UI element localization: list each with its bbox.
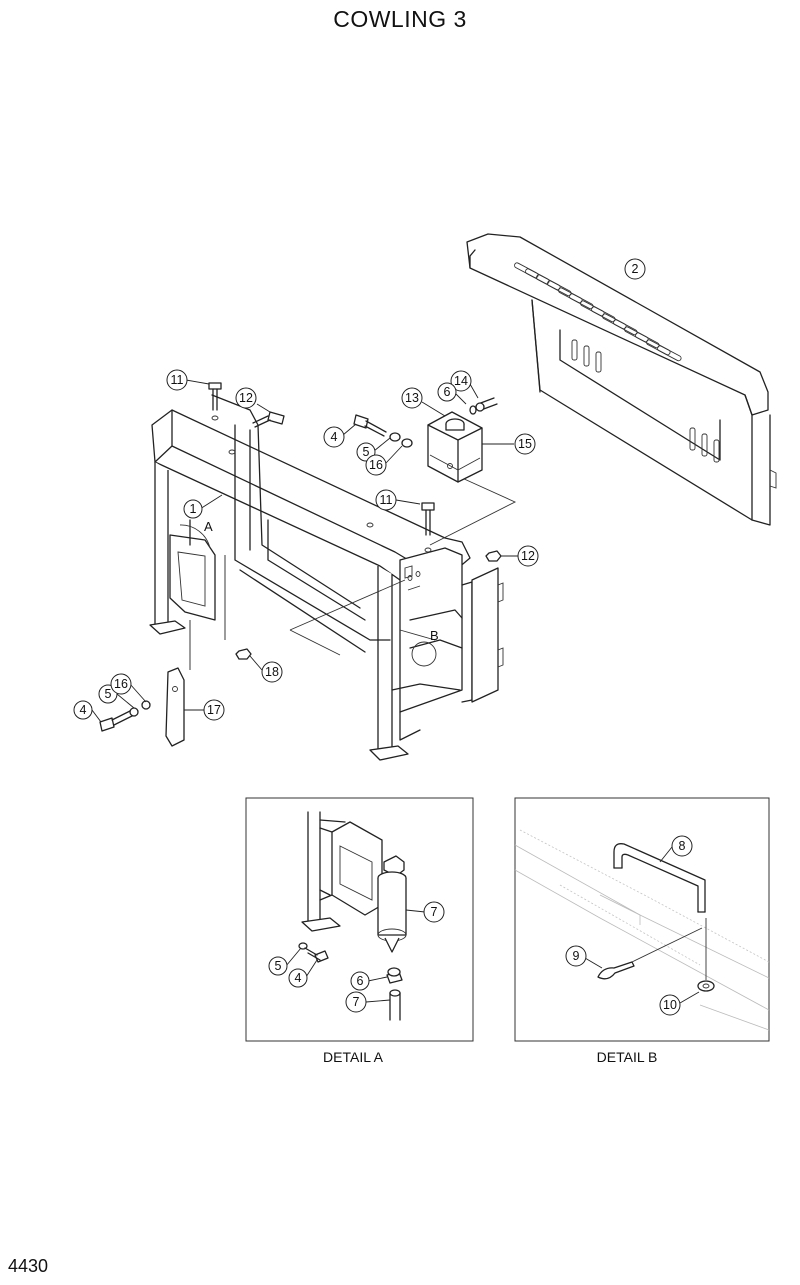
callout-group-detail-b: 8 9 10 (565, 835, 693, 1016)
callout: 11 (375, 489, 397, 511)
svg-text:2: 2 (632, 262, 639, 276)
callout: 6 (350, 971, 370, 991)
svg-text:14: 14 (454, 374, 468, 388)
callout: 5 (268, 956, 288, 976)
callout: 13 (401, 387, 423, 409)
svg-text:12: 12 (521, 549, 535, 563)
detail-a-panel (245, 797, 474, 1042)
svg-text:15: 15 (518, 437, 532, 451)
callout: 9 (565, 945, 587, 967)
cover-panel-part (466, 233, 777, 526)
callout: 10 (659, 994, 681, 1016)
callout: 16 (110, 673, 132, 695)
frame-part (149, 394, 517, 761)
callout: 18 (261, 661, 283, 683)
svg-text:5: 5 (363, 445, 370, 459)
callout-group-main: 2 11 12 14 6 13 4 5 16 15 1 11 12 18 5 1… (73, 258, 646, 721)
svg-text:5: 5 (105, 687, 112, 701)
callout: 7 (423, 901, 445, 923)
callout: 4 (323, 426, 345, 448)
svg-text:18: 18 (265, 665, 279, 679)
callout: 12 (517, 545, 539, 567)
callout-group-detail-a: 7 5 4 6 7 (268, 901, 445, 1013)
svg-text:8: 8 (679, 839, 686, 853)
callout: 16 (365, 454, 387, 476)
callout: 4 (73, 700, 93, 720)
callout: 1 (183, 499, 203, 519)
callout: 7 (345, 991, 367, 1013)
callout: 2 (624, 258, 646, 280)
callout: 17 (203, 699, 225, 721)
callout: 12 (235, 387, 257, 409)
svg-text:13: 13 (405, 391, 419, 405)
svg-text:11: 11 (171, 373, 184, 387)
page-title: COWLING 3 (333, 6, 467, 32)
detail-b-panel (514, 797, 770, 1042)
svg-text:6: 6 (444, 385, 451, 399)
detail-b-caption: DETAIL B (597, 1049, 658, 1065)
svg-text:10: 10 (663, 998, 677, 1012)
callout: 14 (450, 370, 472, 392)
callout: 8 (671, 835, 693, 857)
hardware-parts (91, 379, 518, 747)
svg-text:4: 4 (295, 971, 302, 985)
callout: 15 (514, 433, 536, 455)
svg-text:7: 7 (353, 995, 360, 1009)
callout: 6 (437, 382, 457, 402)
svg-text:17: 17 (207, 703, 221, 717)
svg-text:4: 4 (331, 430, 338, 444)
svg-text:1: 1 (190, 502, 197, 516)
svg-text:6: 6 (357, 974, 364, 988)
svg-text:16: 16 (369, 458, 383, 472)
detail-a-caption: DETAIL A (323, 1049, 384, 1065)
svg-text:9: 9 (573, 949, 580, 963)
detail-b-marker: B (430, 628, 439, 643)
svg-text:11: 11 (380, 493, 393, 507)
detail-a-marker: A (204, 519, 213, 534)
svg-text:16: 16 (114, 677, 128, 691)
page-number: 4430 (8, 1256, 49, 1276)
callout: 4 (288, 968, 308, 988)
callout: 11 (166, 369, 188, 391)
svg-text:7: 7 (431, 905, 438, 919)
svg-text:5: 5 (275, 959, 282, 973)
svg-text:4: 4 (80, 703, 87, 717)
svg-text:12: 12 (239, 391, 253, 405)
